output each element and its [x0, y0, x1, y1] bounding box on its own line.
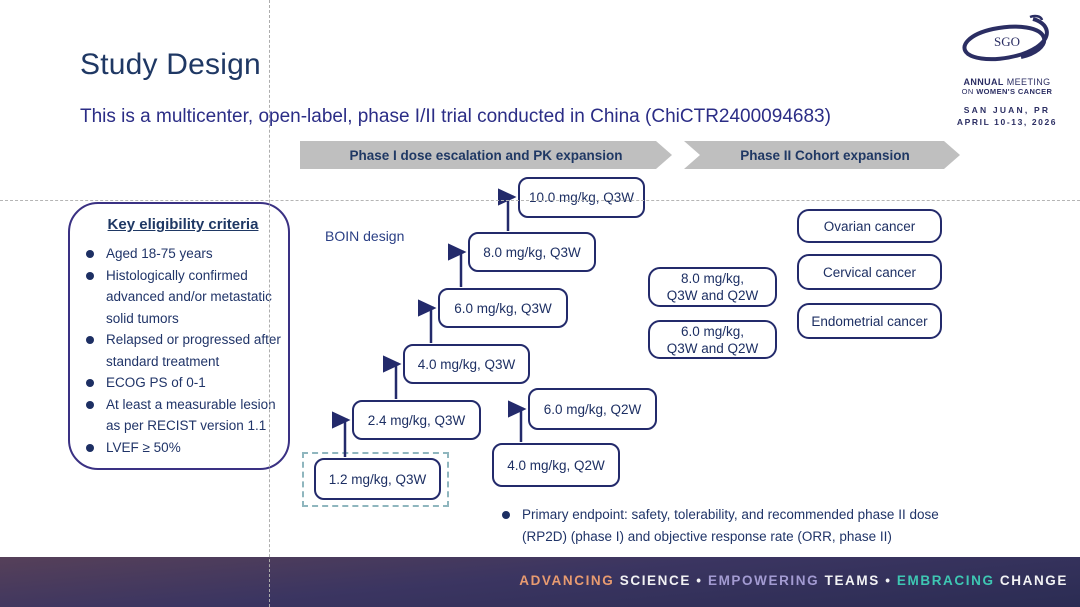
phase1-banner: Phase I dose escalation and PK expansion [300, 141, 672, 169]
logo-cancer-line: ON WOMEN'S CANCER [961, 87, 1053, 96]
boin-design-label: BOIN design [325, 228, 405, 244]
sgo-acronym: SGO [994, 34, 1020, 49]
dose-box-6-0-q3w: 6.0 mg/kg, Q3W [438, 288, 568, 328]
list-item: LVEF ≥ 50% [84, 437, 282, 459]
bullet-icon [86, 379, 94, 387]
horizontal-guide-line [0, 200, 1080, 201]
list-item: Histologically confirmed advanced and/or… [84, 265, 282, 330]
vertical-guide-line [269, 0, 270, 607]
arrow-6-0-to-8-0 [447, 243, 467, 287]
arrow-2-4-to-4-0 [382, 355, 402, 399]
eligibility-title: Key eligibility criteria [107, 216, 259, 233]
bullet-icon [502, 511, 510, 519]
logo-location: SAN JUAN, PR [963, 105, 1051, 115]
list-item: ECOG PS of 0-1 [84, 372, 282, 394]
phase2-banner: Phase II Cohort expansion [684, 141, 960, 169]
logo-dates: APRIL 10-13, 2026 [956, 117, 1058, 127]
footer-word-teams: TEAMS [819, 573, 880, 588]
list-item: Aged 18-75 years [84, 243, 282, 265]
dose-box-2-4-q3w: 2.4 mg/kg, Q3W [352, 400, 481, 440]
dose-box-4-0-q3w: 4.0 mg/kg, Q3W [403, 344, 530, 384]
arrow-4-0-to-6-0 [417, 299, 437, 343]
sgo-logo: SGO ANNUAL MEETING ON WOMEN'S CANCER SAN… [942, 14, 1072, 127]
footer-word-science: SCIENCE [619, 573, 691, 588]
bullet-icon [86, 271, 94, 280]
dose-box-6-0-q2w: 6.0 mg/kg, Q2W [528, 388, 657, 430]
eligibility-list: Aged 18-75 years Histologically confirme… [84, 243, 282, 458]
page-title: Study Design [80, 48, 261, 81]
footer-separator: • [879, 573, 897, 588]
list-item: At least a measurable lesion as per RECI… [84, 394, 282, 437]
arrow-4-0q2w-to-6-0q2w [507, 400, 527, 442]
footer-word-empowering: EMPOWERING [707, 573, 820, 588]
phase2-dose-box-8-0: 8.0 mg/kg,Q3W and Q2W [648, 267, 777, 307]
phase2-dose-box-6-0: 6.0 mg/kg,Q3W and Q2W [648, 320, 777, 359]
logo-meeting-line: ANNUAL MEETING [963, 77, 1051, 87]
footer-bar: ADVANCING SCIENCE • EMPOWERING TEAMS • E… [0, 557, 1080, 607]
footer-tagline: ADVANCING SCIENCE • EMPOWERING TEAMS • E… [519, 573, 1068, 588]
cohort-box-cervical: Cervical cancer [797, 254, 942, 290]
list-item: Relapsed or progressed after standard tr… [84, 329, 282, 372]
arrow-8-0-to-10-0 [497, 188, 517, 231]
eligibility-box: Key eligibility criteria Aged 18-75 year… [68, 202, 290, 470]
footer-word-change: CHANGE [994, 573, 1068, 588]
primary-endpoint-text: Primary endpoint: safety, tolerability, … [522, 507, 939, 544]
dose-box-4-0-q2w: 4.0 mg/kg, Q2W [492, 443, 620, 487]
dose-box-8-0-q3w: 8.0 mg/kg, Q3W [468, 232, 596, 272]
bullet-icon [86, 400, 94, 409]
dose-box-10-0-q3w: 10.0 mg/kg, Q3W [518, 177, 645, 218]
sgo-swirl-icon: SGO [962, 14, 1049, 62]
primary-endpoint: Primary endpoint: safety, tolerability, … [500, 504, 978, 547]
footer-separator: • [690, 573, 708, 588]
slide-subtitle: This is a multicenter, open-label, phase… [80, 106, 831, 127]
cohort-box-ovarian: Ovarian cancer [797, 209, 942, 243]
cohort-box-endometrial: Endometrial cancer [797, 303, 942, 339]
bullet-icon [86, 336, 94, 344]
footer-word-embracing: EMBRACING [896, 573, 995, 588]
footer-word-advancing: ADVANCING [519, 573, 620, 588]
dose-box-1-2-q3w: 1.2 mg/kg, Q3W [314, 458, 441, 500]
starting-dose-frame [302, 452, 449, 507]
bullet-icon [86, 443, 94, 452]
bullet-icon [86, 250, 94, 258]
